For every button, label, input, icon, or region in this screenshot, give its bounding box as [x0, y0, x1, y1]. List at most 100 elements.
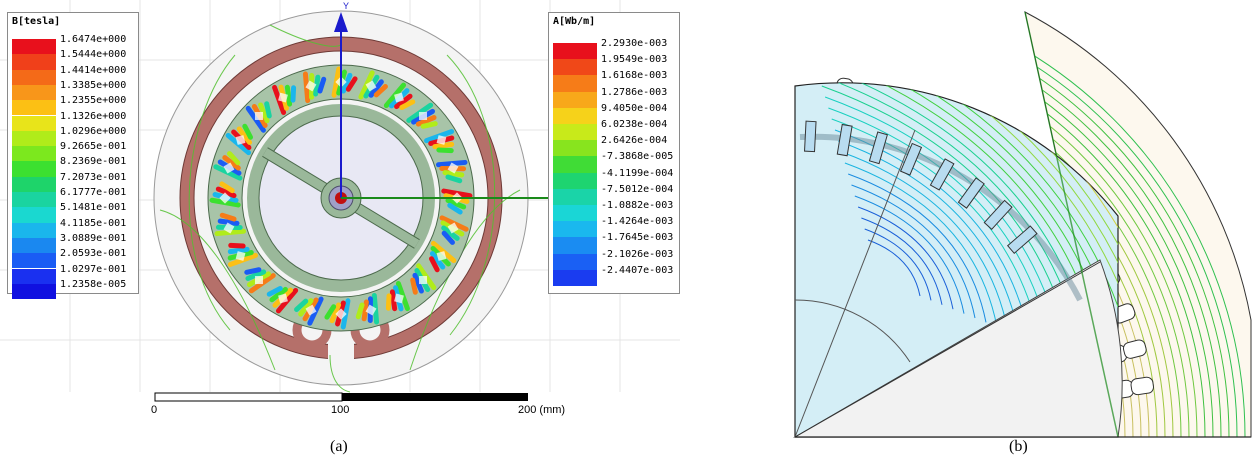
legend-entry: 1.2355e+000 [12, 95, 142, 116]
legend-entry: 5.1481e-001 [12, 202, 142, 223]
legend-value: -4.1199e-004 [601, 167, 674, 179]
legend-value: 1.2786e-003 [601, 86, 668, 98]
legend-entry: 1.6168e-003 [553, 70, 683, 92]
caption-a: (a) [330, 438, 348, 455]
legend-value: -1.7645e-003 [601, 232, 674, 244]
legend-swatch [553, 269, 597, 286]
legend-entry: 2.2930e-003 [553, 38, 683, 60]
legend-value: -1.0882e-003 [601, 200, 674, 211]
legend-value: 1.1326e+000 [60, 110, 127, 122]
legend-swatch [553, 75, 597, 92]
legend-entry: 6.0238e-004 [553, 119, 683, 141]
legend-swatch [553, 253, 597, 270]
legend-value: 8.2369e-001 [60, 156, 127, 168]
legend-entry: 7.2073e-001 [12, 172, 142, 192]
legend-value: 1.0296e+000 [60, 125, 127, 137]
legend-value: 1.2358e-005 [60, 278, 127, 290]
y-axis-label: Y [343, 1, 349, 11]
legend-vector-potential-title: A[Wb/m] [553, 16, 596, 27]
legend-swatch [553, 156, 597, 173]
legend-swatch [12, 84, 56, 101]
legend-entry: -4.1199e-004 [553, 168, 683, 189]
legend-flux-density-title: B[tesla] [12, 16, 61, 27]
legend-swatch [553, 172, 597, 189]
legend-swatch [12, 146, 56, 162]
legend-entry: 1.0297e-001 [12, 264, 142, 284]
legend-entry: 1.0296e+000 [12, 126, 142, 147]
legend-value: 9.4050e-004 [601, 102, 668, 114]
legend-entry: 1.6474e+000 [12, 34, 142, 55]
legend-swatch [12, 54, 56, 70]
legend-value: 6.0238e-004 [601, 119, 668, 130]
legend-swatch [12, 39, 56, 55]
legend-entry: 9.2665e-001 [12, 141, 142, 162]
rotor-magnets [804, 120, 1038, 254]
legend-value: 1.0297e-001 [60, 263, 127, 275]
legend-swatch [12, 130, 56, 147]
legend-entry: 9.4050e-004 [553, 103, 683, 124]
legend-value: -7.3868e-005 [601, 151, 674, 163]
legend-swatch [12, 100, 56, 116]
stator-slots [209, 66, 473, 330]
scale-label-100: 100 [331, 404, 350, 416]
legend-entry: 1.9549e-003 [553, 54, 683, 76]
legend-swatch [12, 237, 56, 254]
legend-value: -7.5012e-004 [601, 183, 674, 195]
legend-entry: -7.3868e-005 [553, 151, 683, 173]
legend-swatch [12, 161, 56, 177]
legend-entry: 3.0889e-001 [12, 233, 142, 254]
caption-b: (b) [1009, 438, 1028, 455]
legend-swatch [553, 124, 597, 141]
scale-label-0: 0 [151, 404, 158, 416]
legend-entry: -1.0882e-003 [553, 200, 683, 222]
legend-value: 1.2355e+000 [60, 95, 127, 107]
legend-entry: -2.1026e-003 [553, 249, 683, 270]
legend-value: 1.6474e+000 [60, 34, 127, 45]
legend-entry: 1.2358e-005 [12, 279, 142, 300]
legend-swatch [553, 140, 597, 157]
legend-swatch [12, 115, 56, 131]
legend-swatch [553, 91, 597, 108]
legend-value: 6.1777e-001 [60, 187, 127, 198]
legend-entry: 1.2786e-003 [553, 87, 683, 108]
legend-entry: 1.4414e+000 [12, 65, 142, 85]
legend-swatch [12, 283, 56, 300]
legend-value: 4.1185e-001 [60, 217, 127, 229]
panel-b [793, 11, 1252, 438]
legend-swatch [553, 221, 597, 238]
legend-value: 2.0593e-001 [60, 248, 127, 260]
legend-value: 1.4414e+000 [60, 64, 127, 76]
legend-value: 1.6168e-003 [601, 70, 668, 82]
legend-swatch [553, 205, 597, 222]
legend-entry: 4.1185e-001 [12, 218, 142, 238]
stator-sector [1024, 11, 1252, 438]
legend-swatch [553, 188, 597, 205]
legend-value: 9.2665e-001 [60, 141, 127, 153]
scale-label-200: 200 (mm) [518, 404, 566, 416]
legend-swatch [553, 59, 597, 76]
legend-swatch [553, 237, 597, 254]
legend-value: -2.4407e-003 [601, 264, 674, 276]
legend-value: 2.2930e-003 [601, 38, 668, 49]
legend-entry: 1.1326e+000 [12, 111, 142, 131]
legend-swatch [12, 69, 56, 85]
legend-swatch [12, 268, 56, 284]
legend-entry: 2.0593e-001 [12, 248, 142, 269]
legend-entry: -1.4264e-003 [553, 216, 683, 238]
legend-value: 5.1481e-001 [60, 202, 127, 214]
legend-entry: -2.4407e-003 [553, 265, 683, 286]
legend-value: 3.0889e-001 [60, 232, 127, 244]
legend-entry: 1.3385e+000 [12, 80, 142, 101]
scale-bar [154, 392, 528, 402]
legend-value: 2.6426e-004 [601, 135, 668, 147]
legend-entry: 1.5444e+000 [12, 49, 142, 70]
legend-swatch [12, 176, 56, 192]
y-axis-arrow-icon [334, 12, 348, 32]
legend-value: 1.3385e+000 [60, 79, 127, 91]
legend-swatch [553, 43, 597, 60]
legend-swatch [553, 107, 597, 124]
legend-entry: -1.7645e-003 [553, 232, 683, 254]
legend-value: 7.2073e-001 [60, 171, 127, 183]
